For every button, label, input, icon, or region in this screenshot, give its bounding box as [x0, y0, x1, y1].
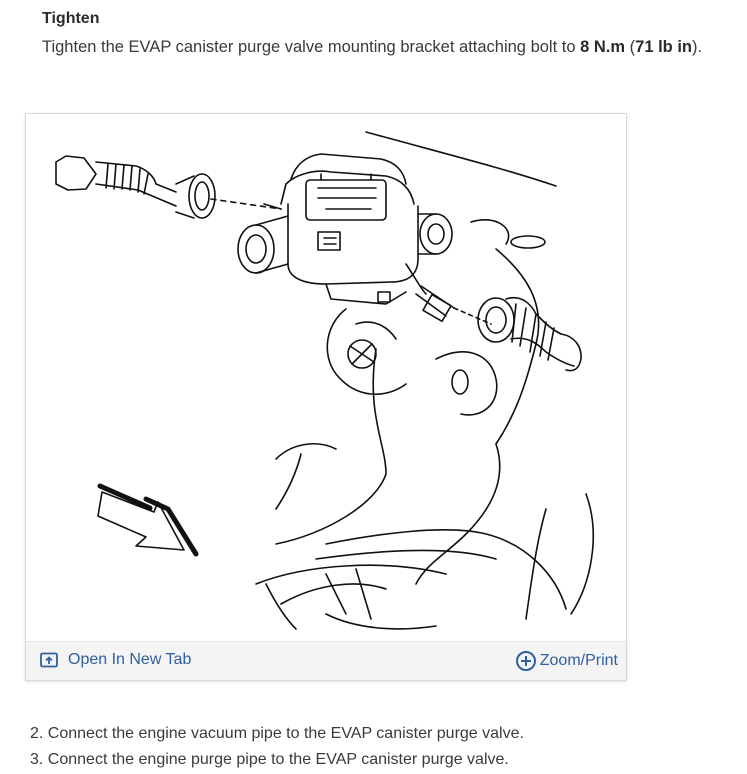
step-text-before: Tighten the EVAP canister purge valve mo…: [42, 38, 581, 56]
figure-card: Open In New Tab Zoom/Print: [25, 113, 627, 681]
instruction-list: 2. Connect the engine vacuum pipe to the…: [30, 721, 524, 773]
step-text-after: ).: [692, 38, 703, 56]
open-in-new-tab-icon: [40, 652, 58, 668]
step-text-between: (: [625, 38, 636, 56]
torque-metric: 8 N.m: [580, 38, 626, 56]
list-item: 3. Connect the engine purge pipe to the …: [30, 751, 509, 768]
torque-imperial: 71 lb in: [635, 38, 692, 56]
purge-valve-illustration[interactable]: [26, 114, 626, 634]
open-in-new-tab-link[interactable]: Open In New Tab: [40, 651, 191, 669]
list-item: 2. Connect the engine vacuum pipe to the…: [30, 725, 524, 742]
step-instruction: Tighten the EVAP canister purge valve mo…: [42, 38, 702, 57]
zoom-print-link[interactable]: Zoom/Print: [515, 650, 618, 672]
zoom-print-label: Zoom/Print: [539, 652, 618, 669]
plus-circle-icon: [515, 650, 537, 672]
figure-action-bar: Open In New Tab Zoom/Print: [26, 641, 626, 680]
open-in-new-tab-label: Open In New Tab: [68, 651, 192, 668]
step-heading: Tighten: [42, 10, 100, 27]
